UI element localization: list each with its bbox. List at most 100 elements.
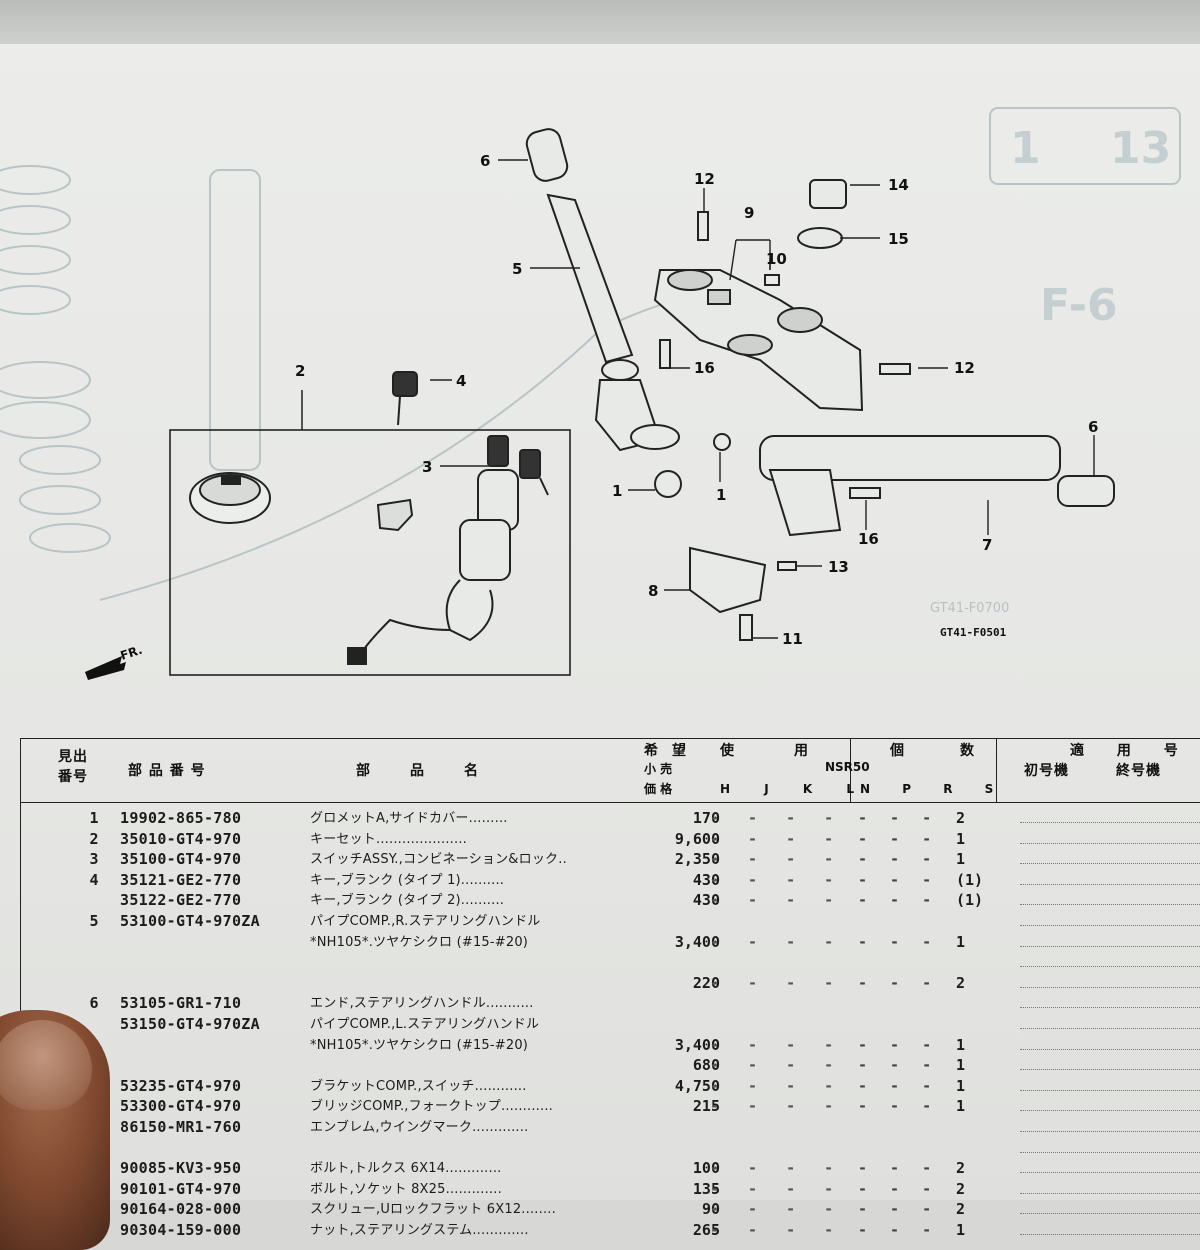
row-price: 170 — [692, 809, 720, 827]
serial-dotted-line — [1020, 1048, 1200, 1050]
row-qty-value: 2 — [956, 1179, 966, 1198]
table-header-rule — [20, 802, 1200, 803]
row-price: 680 — [692, 1056, 720, 1075]
row-part-name: *NH105*.ツヤケシクロ (#15-#20) — [310, 934, 529, 950]
callout-16b: 16 — [858, 530, 879, 548]
row-usage: - - - - — [710, 891, 844, 910]
switch-cover-part — [189, 472, 271, 524]
row-qty-value: 2 — [956, 1200, 966, 1219]
serial-dotted-line — [1020, 1151, 1200, 1153]
row-part-number: 53300-GT4-970 — [120, 1097, 242, 1116]
row-qty-value: 1 — [956, 932, 966, 951]
hdr-first-serial: 初号機 — [1024, 763, 1069, 779]
row-part-number: 53150-GT4-970ZA — [120, 1015, 260, 1033]
row-qty-dashes: - - - — [858, 1035, 939, 1054]
row-qty-dashes: - - - — [858, 1056, 939, 1075]
row-price: 430 — [692, 870, 720, 889]
row-qty-value: (1) — [956, 891, 984, 910]
row-usage: - - - - — [710, 1200, 844, 1219]
hdr-part-number: 部 品 番 号 — [128, 763, 206, 779]
serial-dotted-line — [1020, 986, 1200, 988]
table-row — [20, 1138, 1200, 1159]
row-price: 430 — [692, 891, 720, 910]
leader-lines — [430, 159, 1095, 639]
row-index: 6 — [89, 994, 99, 1013]
figure-code: GT41-F0501 — [940, 626, 1007, 639]
row-part-number: 35122-GE2-770 — [120, 891, 242, 910]
serial-dotted-line — [1020, 1234, 1200, 1235]
hdr-qty: 個数 — [890, 743, 1030, 759]
callouts: 6 5 12 9 10 14 15 16 12 2 4 3 1 1 6 16 7… — [295, 152, 1098, 648]
ghost-number-2: 13 — [1110, 123, 1171, 174]
row-price: 135 — [692, 1179, 720, 1198]
ghost-figure-code: GT41-F0700 — [930, 601, 1009, 616]
row-qty-value: 2 — [956, 809, 966, 827]
row-usage: - - - - — [710, 1179, 844, 1198]
serial-dotted-line — [1020, 883, 1200, 885]
row-part-number: 53100-GT4-970ZA — [120, 912, 260, 930]
row-price: 9,600 — [674, 829, 720, 848]
row-part-name: *NH105*.ツヤケシクロ (#15-#20) — [310, 1037, 529, 1053]
callout-7: 7 — [982, 536, 992, 554]
row-qty-dashes: - - - — [858, 850, 939, 869]
row-qty-value: 1 — [956, 850, 966, 869]
row-part-name: パイプCOMP.,R.ステアリングハンドル — [310, 914, 541, 929]
callout-14: 14 — [888, 176, 909, 194]
key-set-part — [392, 371, 549, 496]
row-qty-dashes: - - - — [858, 973, 939, 992]
row-qty-value: 1 — [956, 1076, 966, 1095]
top-bridge-part — [653, 269, 864, 412]
row-price: 215 — [692, 1097, 720, 1116]
row-part-name: キー,ブランク (タイプ 1).......... — [310, 872, 505, 888]
row-part-name: パイプCOMP.,L.ステアリングハンドル — [310, 1017, 540, 1032]
serial-dotted-line — [1020, 966, 1200, 968]
callout-3: 3 — [422, 458, 432, 476]
callout-1a: 1 — [612, 482, 622, 500]
callout-12b: 12 — [954, 359, 975, 377]
row-part-name: キーセット..................... — [310, 831, 467, 847]
callout-15: 15 — [888, 230, 909, 248]
hdr-usage: 使用 — [720, 743, 868, 759]
serial-dotted-line — [1020, 822, 1200, 823]
page-top-edge — [0, 0, 1200, 44]
row-usage: - - - - — [710, 1159, 844, 1178]
row-index: 3 — [89, 850, 99, 869]
row-qty-dashes: - - - — [858, 1097, 939, 1116]
parts-table: 見出 番号 部 品 番 号 部品名 希望 小 売 価 格 使用 NSR50 H … — [20, 738, 1200, 1239]
row-part-number: 86150-MR1-760 — [120, 1118, 242, 1136]
table-row: 1390304-159-000ナット,ステアリングステム............… — [20, 1220, 1200, 1241]
row-usage: - - - - — [710, 829, 844, 848]
callout-16a: 16 — [694, 359, 715, 377]
row-part-number: 90101-GT4-970 — [120, 1179, 242, 1198]
callout-10: 10 — [766, 250, 787, 268]
hdr-use-cols: H J K L — [720, 782, 869, 796]
col-rule-1 — [850, 738, 851, 802]
steering-pipe-right — [525, 128, 680, 452]
hdr-price-1: 希望 — [644, 743, 700, 759]
serial-dotted-line — [1020, 1131, 1200, 1132]
row-price: 3,400 — [674, 1035, 720, 1054]
row-part-name: ナット,ステアリングステム............. — [310, 1223, 529, 1238]
row-part-number: 53105-GR1-710 — [120, 994, 242, 1013]
row-price: 2,350 — [674, 850, 720, 869]
row-qty-value: (1) — [956, 870, 984, 889]
callout-11: 11 — [782, 630, 803, 648]
row-price: 90 — [701, 1200, 720, 1219]
row-part-name: グロメットA,サイドカバー......... — [310, 811, 508, 826]
row-part-name: スイッチASSY.,コンビネーション&ロック.. — [310, 852, 567, 868]
row-usage: - - - - — [710, 1076, 844, 1095]
hdr-last-serial: 終号機 — [1116, 763, 1161, 779]
hdr-model: NSR50 — [825, 760, 870, 774]
ignition-group-box — [169, 429, 571, 676]
row-qty-value: 1 — [956, 829, 966, 848]
row-price: 220 — [692, 973, 720, 992]
serial-dotted-line — [1020, 1089, 1200, 1091]
callout-2: 2 — [295, 362, 305, 380]
serial-dotted-line — [1020, 1007, 1200, 1009]
row-qty-value: 1 — [956, 1097, 966, 1116]
